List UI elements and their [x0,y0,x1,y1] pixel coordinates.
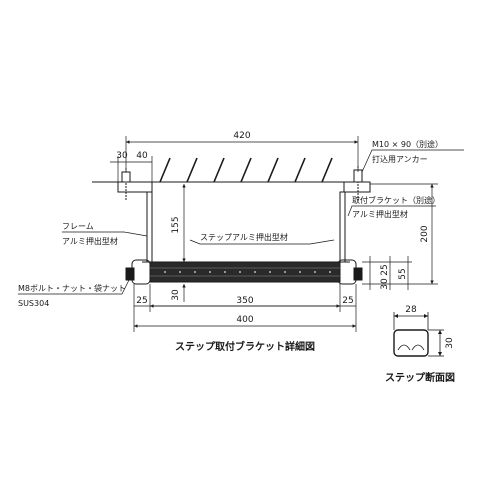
label-anchor-2: 打込用アンカー [372,154,428,164]
label-bolt-1: M8ボルト・ナット・袋ナット [18,283,126,293]
dim-top-left-a: 30 [116,151,128,161]
dim-right-height: 200 [420,225,430,242]
dim-bottom-total: 400 [236,315,253,325]
left-bracket [117,168,153,285]
dim-right-inner-b: 25 [380,264,390,275]
dim-bottom-right-gap: 25 [342,296,353,306]
dim-bottom-left-gap: 25 [136,296,147,306]
dim-top-total: 420 [233,131,250,141]
label-bracket-1: 取付ブラケット（別途） [352,195,440,205]
label-step: ステップアルミ押出型材 [200,232,288,242]
section-view [393,312,444,357]
dim-right-inner-c: 55 [398,268,408,279]
caption-section: ステップ断面図 [385,371,455,384]
label-bolt-2: SUS304 [18,299,49,308]
dim-top-left-b: 40 [136,151,148,161]
dim-section-height: 30 [445,337,455,349]
label-bracket-2: アルミ押出型材 [352,209,408,219]
dim-right-inner-a: 30 [380,278,390,290]
leader-lines [18,149,464,295]
label-frame-2: アルミ押出型材 [62,236,118,246]
dim-left-height: 155 [171,216,181,233]
right-bracket [337,166,371,285]
caption-main: ステップ取付ブラケット詳細図 [175,340,315,353]
dim-bottom-left-low: 30 [171,289,181,301]
label-anchor-1: M10 × 90（別途） [372,139,443,149]
ceiling [92,157,368,183]
dim-bottom-center: 350 [236,296,253,306]
step-extrusion [149,261,341,283]
dimension-lines [110,136,438,332]
label-frame-1: フレーム [62,222,94,231]
dim-section-width: 28 [405,305,417,315]
